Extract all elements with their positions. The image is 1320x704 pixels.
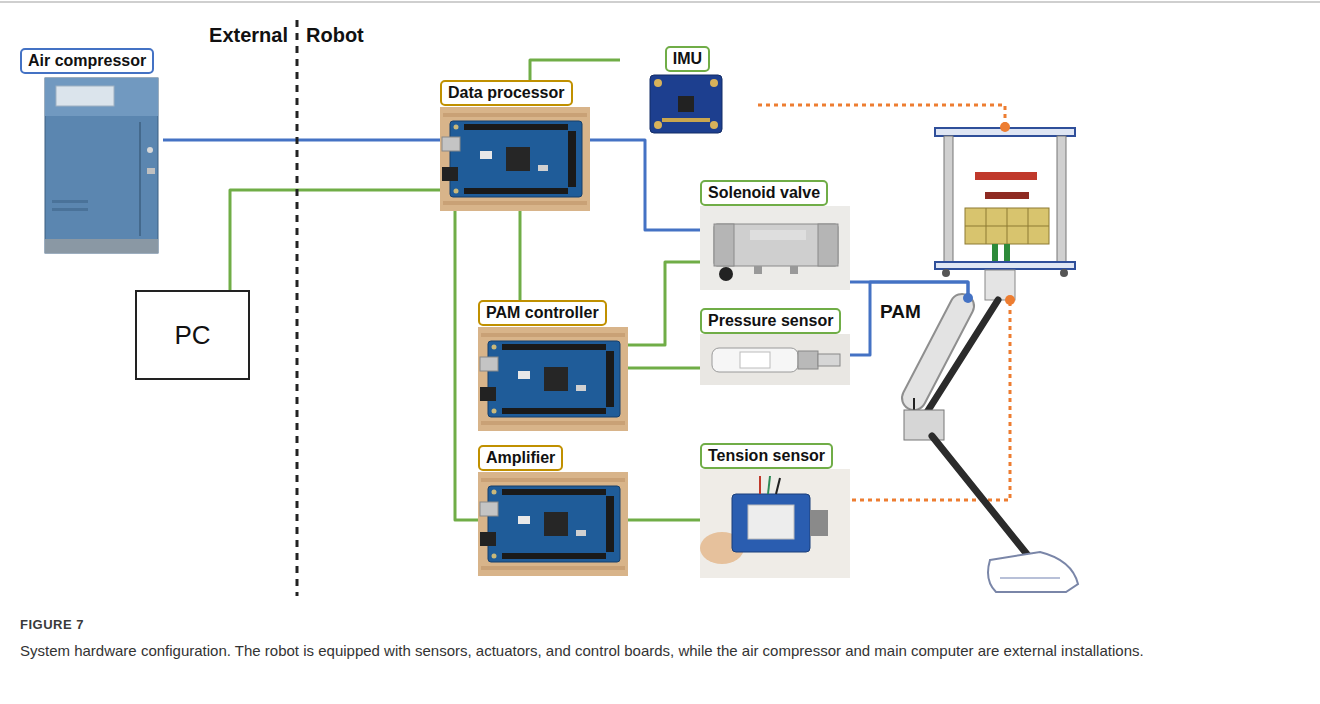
signal-wire [455,211,478,520]
tension-sensor-photo [700,469,850,578]
region-heading: Robot [306,24,364,47]
robot-leg [904,122,1078,592]
muscle-name: PAM [880,301,921,323]
solenoid-valve-photo [700,206,850,290]
component-name: Data processor [440,80,573,106]
computer-box: PC [135,290,250,380]
air-compressor-photo [45,78,158,253]
robot-body [935,128,1075,300]
component-name: Solenoid valve [700,180,828,206]
region-heading: External [209,24,288,47]
component-name: Amplifier [478,445,563,471]
imu-mount-dotted-line [758,105,1005,124]
signal-wire [230,190,440,290]
signal-wire [519,211,522,300]
component-label: Pressure sensor [700,308,850,385]
pressure-sensor-photo [700,334,850,385]
top-rule [0,1,1320,3]
component-name: Air compressor [20,48,154,74]
component-name: IMU [665,46,710,72]
divider-dashed [296,20,299,596]
component-label: IMU [620,46,755,135]
air-tube [163,140,700,230]
amplifier-photo [478,472,628,576]
component-label: Air compressor [20,48,163,258]
signal-wire [628,367,700,370]
component-name: PAM controller [478,300,607,326]
imu-photo [650,75,722,133]
figure-number: FIGURE 7 [20,617,84,632]
figure-caption: System hardware configuration. The robot… [20,640,1295,662]
component-label: Tension sensor [700,443,850,578]
pam-controller-photo [478,327,628,431]
component-label: Amplifier [478,445,628,576]
air-tube [850,282,968,295]
component-label: Solenoid valve [700,180,850,290]
data-processor-photo [440,107,590,211]
component-label: PAM controller [478,300,628,431]
signal-wire [628,262,700,345]
component-name: Pressure sensor [700,308,841,334]
computer-name: PC [174,320,210,351]
muscle-label: PAM [880,295,990,420]
signal-wire [530,60,620,80]
component-name: Tension sensor [700,443,833,469]
signal-wire [628,519,700,522]
component-label: Data processor [440,80,590,211]
